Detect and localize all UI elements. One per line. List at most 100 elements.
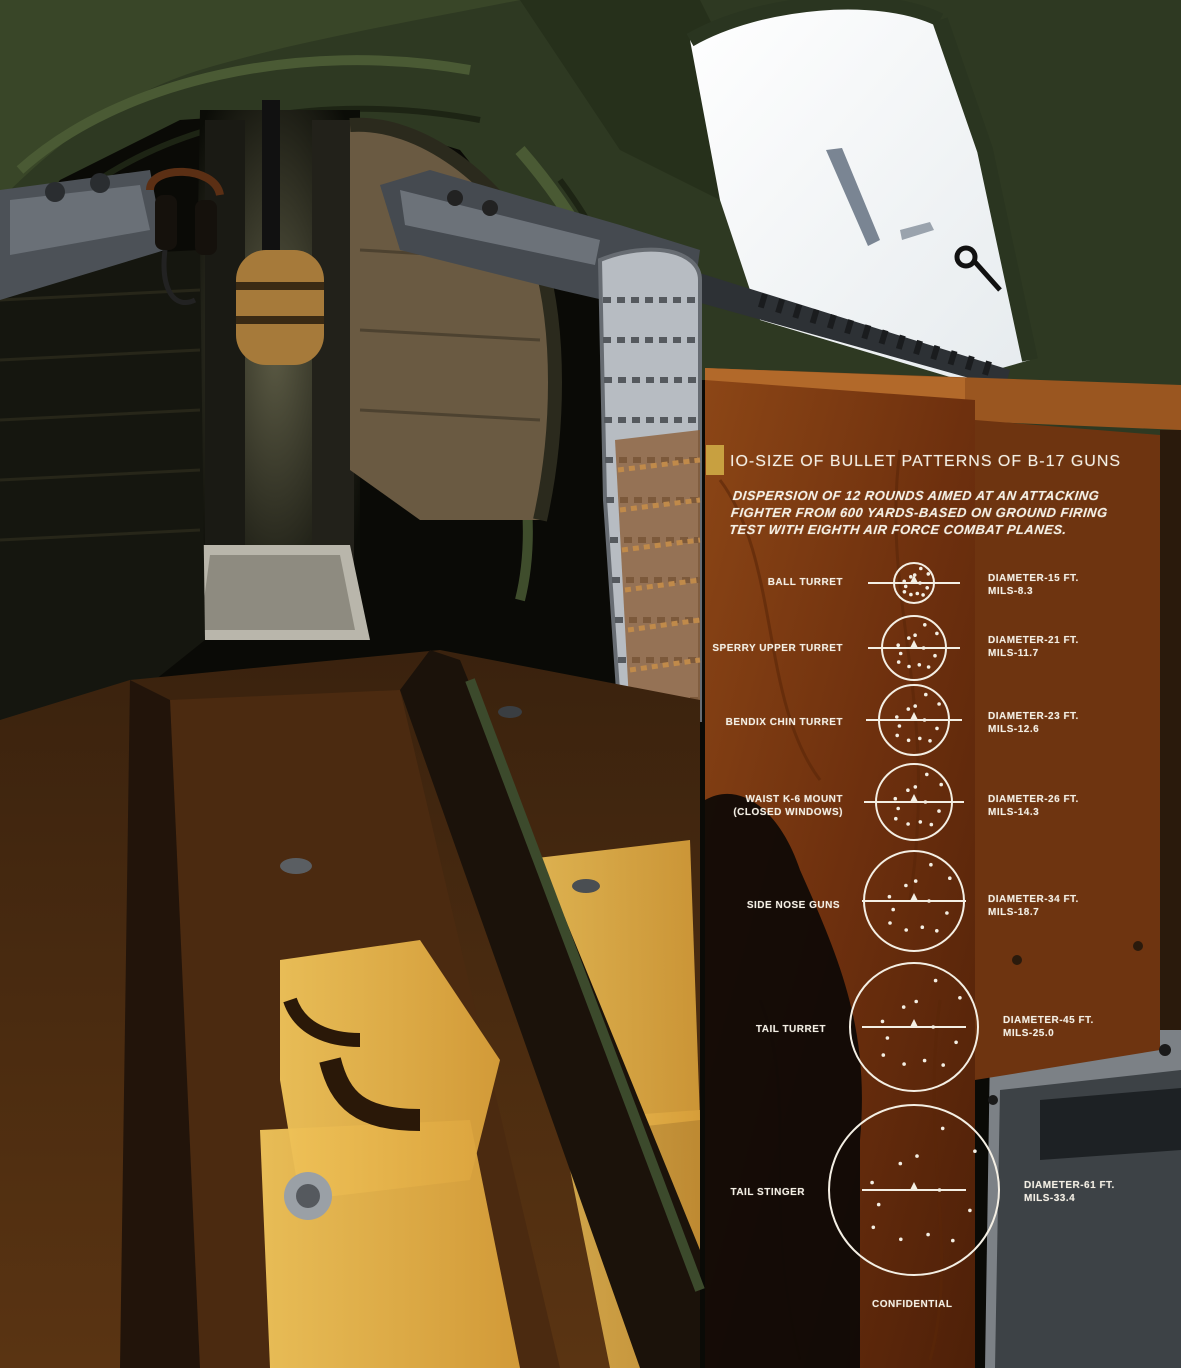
- bullet-hit-dot: [901, 1005, 906, 1009]
- aim-marker: [910, 575, 918, 583]
- pattern-sperry-upper-turret: [868, 615, 960, 681]
- bullet-hit-dot: [935, 929, 939, 933]
- bullet-hit-dot: [909, 575, 913, 579]
- bullet-hit-dot: [917, 663, 922, 667]
- row-label-tail-stinger: TAIL STINGER: [730, 1187, 805, 1198]
- left-waist-gun: [0, 167, 224, 305]
- row-stat-bendix-chin-turret: DIAMETER-23 FT. MILS-12.6: [988, 711, 1079, 735]
- row-label-bendix-chin-turret: BENDIX CHIN TURRET: [725, 717, 843, 728]
- board-title: IO-SIZE OF BULLET PATTERNS OF B-17 GUNS: [730, 453, 1122, 470]
- bullet-hit-dot: [926, 1232, 930, 1237]
- bullet-hit-dot: [880, 1019, 885, 1024]
- bullet-pattern-display-board: [705, 368, 1181, 1368]
- left-wall: [0, 250, 205, 720]
- bullet-hit-dot: [902, 590, 907, 594]
- bullet-pattern-diagrams: [828, 562, 1000, 1276]
- bullet-hit-dot: [896, 643, 900, 647]
- bullet-hit-dot: [925, 772, 929, 777]
- bullet-hit-dot: [954, 1040, 958, 1045]
- pattern-tail-stinger: [828, 1104, 1000, 1276]
- bullet-hit-dot: [937, 809, 941, 813]
- bullet-hit-dot: [904, 928, 908, 932]
- bullet-hit-dot: [891, 907, 895, 912]
- aim-marker: [910, 1019, 918, 1027]
- bullet-hit-dot: [948, 876, 952, 880]
- waist-window: [686, 0, 1038, 380]
- row-stat-waist-k6-mount: DIAMETER-26 FT. MILS-14.3: [988, 794, 1079, 818]
- confidential-footer: CONFIDENTIAL: [872, 1299, 953, 1310]
- bullet-hit-dot: [871, 1225, 876, 1230]
- bullet-hit-dot: [923, 800, 928, 804]
- bullet-hit-dot: [915, 591, 920, 596]
- bullet-hit-dot: [935, 631, 939, 636]
- bullet-hit-dot: [899, 1237, 903, 1242]
- bullet-hit-dot: [933, 653, 937, 658]
- bullet-hit-dot: [918, 736, 922, 741]
- row-label-sperry-upper-turret: SPERRY UPPER TURRET: [712, 643, 843, 654]
- bullet-hit-dot: [906, 707, 911, 711]
- bullet-hit-dot: [951, 1238, 955, 1243]
- bullet-hit-dot: [914, 999, 918, 1004]
- bullet-hit-dot: [898, 1161, 903, 1166]
- aim-marker: [910, 893, 918, 901]
- bullet-hit-dot: [958, 996, 962, 1000]
- bullet-hit-dot: [945, 911, 949, 915]
- bullet-hit-dot: [922, 718, 927, 722]
- pattern-bendix-chin-turret: [866, 684, 962, 756]
- bullet-hit-dot: [906, 822, 910, 826]
- bullet-hit-dot: [926, 572, 931, 576]
- pattern-circle: [849, 962, 979, 1092]
- bullet-hit-dot: [896, 660, 901, 664]
- aim-marker: [910, 712, 918, 720]
- bullet-hit-dot: [896, 806, 900, 811]
- bullet-hit-dot: [928, 739, 932, 743]
- bullet-hit-dot: [913, 704, 917, 708]
- forward-tunnel: [185, 100, 370, 640]
- row-stat-tail-turret: DIAMETER-45 FT. MILS-25.0: [1003, 1015, 1094, 1039]
- bullet-hit-dot: [924, 692, 928, 697]
- bullet-hit-dot: [881, 1053, 886, 1057]
- bullet-hit-dot: [902, 1062, 906, 1066]
- row-label-waist-k6-mount: WAIST K-6 MOUNT (CLOSED WINDOWS): [733, 794, 843, 818]
- bullet-hit-dot: [940, 1126, 945, 1131]
- bullet-hit-dot: [929, 862, 933, 867]
- bullet-hit-dot: [927, 899, 931, 903]
- bullet-hit-dot: [913, 785, 918, 789]
- bullet-hit-dot: [918, 820, 923, 824]
- bullet-hit-dot: [895, 733, 899, 738]
- pattern-waist-k6-mount: [864, 763, 964, 841]
- pattern-circle: [828, 1104, 1000, 1276]
- bullet-hit-dot: [893, 796, 898, 801]
- bullet-hit-dot: [888, 921, 892, 925]
- row-stat-tail-stinger: DIAMETER-61 FT. MILS-33.4: [1024, 1180, 1115, 1204]
- bullet-hit-dot: [906, 788, 910, 792]
- pattern-side-nose-guns: [862, 850, 966, 952]
- bullet-hit-dot: [923, 623, 927, 627]
- bullet-hit-dot: [941, 1063, 945, 1067]
- ammunition-belt: [597, 247, 702, 722]
- bullet-hit-dot: [898, 651, 903, 656]
- bullet-hit-dot: [926, 665, 931, 669]
- bullet-hit-dot: [895, 715, 899, 719]
- bullet-hit-dot: [912, 573, 917, 577]
- bullet-hit-dot: [922, 1058, 927, 1063]
- bullet-hit-dot: [903, 584, 908, 589]
- bullet-hit-dot: [937, 1188, 942, 1192]
- bullet-hit-dot: [937, 702, 941, 706]
- bullet-hit-dot: [921, 646, 926, 650]
- aim-marker: [910, 794, 918, 802]
- bullet-hit-dot: [925, 586, 929, 590]
- bullet-hit-dot: [920, 925, 925, 929]
- ammo-box: [985, 1025, 1181, 1368]
- row-label-tail-turret: TAIL TURRET: [755, 1024, 826, 1035]
- bullet-hit-dot: [887, 894, 892, 899]
- wooden-floor: [0, 650, 705, 1368]
- bullet-hit-dot: [933, 978, 938, 983]
- bullet-hit-dot: [885, 1036, 890, 1040]
- bullet-hit-dot: [894, 816, 898, 821]
- bullet-hit-dot: [876, 1202, 881, 1207]
- bullet-hit-dot: [919, 566, 923, 571]
- bullet-hit-dot: [904, 883, 908, 888]
- row-label-side-nose-guns: SIDE NOSE GUNS: [746, 900, 840, 911]
